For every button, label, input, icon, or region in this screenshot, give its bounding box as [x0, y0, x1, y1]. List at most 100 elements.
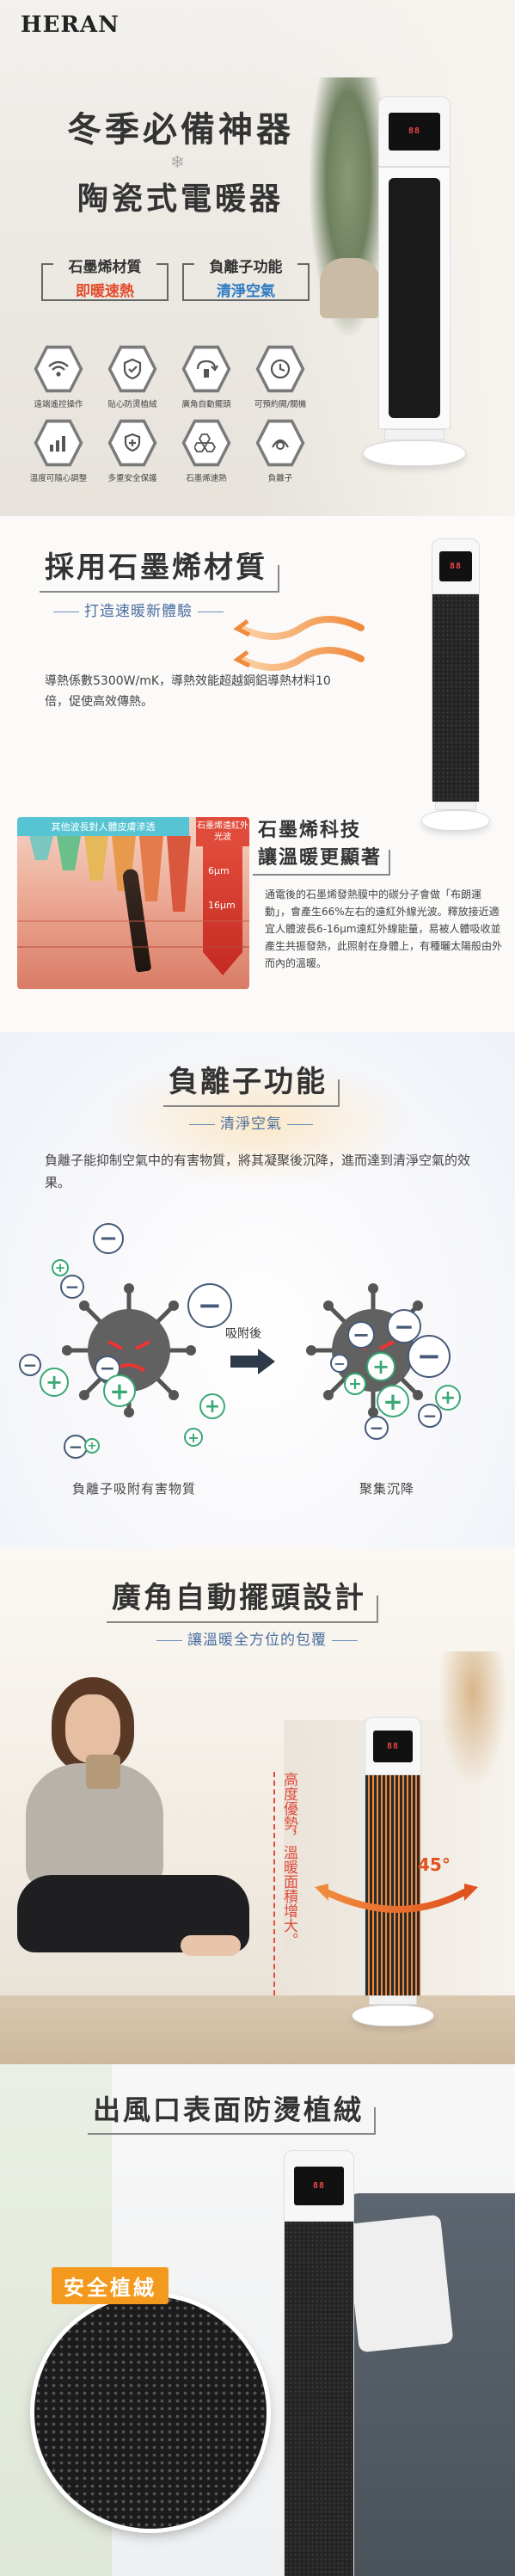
mug-icon	[86, 1755, 120, 1789]
ion-plus-icon: +	[199, 1393, 225, 1419]
heater-product: 88	[420, 538, 491, 831]
ion-plus-icon: +	[103, 1374, 136, 1407]
arrow-down-icon	[167, 836, 191, 912]
graphene-tech-title: 石墨烯科技 讓溫暖更顯著	[253, 817, 391, 876]
hexagon-graphene-icon	[185, 422, 228, 464]
heater-product: 88	[352, 1717, 434, 2026]
ion-minus-icon: −	[347, 1321, 375, 1349]
thermo-bars-icon	[37, 422, 80, 464]
heater-grille	[365, 1775, 421, 1995]
heater-base	[362, 440, 467, 466]
far-infrared-bar: 石墨烯遠紅外光波	[196, 817, 249, 846]
layer-label-top: 6μm	[208, 865, 230, 876]
flock-title: 出風口表面防燙植絨	[88, 2088, 377, 2135]
ion-minus-icon: −	[93, 1223, 124, 1254]
ion-minus-icon: −	[19, 1354, 41, 1376]
height-dash-line	[273, 1772, 275, 1995]
arrow-down-icon	[29, 836, 53, 860]
graphene-title: 採用石墨烯材質	[40, 544, 279, 593]
feature-label: 多重安全保護	[107, 474, 157, 483]
infrared-arrow-icon	[203, 846, 242, 975]
layer-label-bottom: 16μm	[208, 900, 236, 911]
feature-label: 溫度可隨心調整	[29, 474, 88, 483]
feature-remote: 遠端遙控操作	[33, 344, 84, 409]
feature-safety: 多重安全保護	[107, 418, 158, 483]
caption-adsorb: 負離子吸附有害物質	[72, 1481, 197, 1497]
feature-label: 可預約開/關機	[254, 400, 307, 409]
clock-icon	[259, 348, 302, 390]
tag-ion-title: 負離子功能	[209, 259, 283, 276]
heater-base	[420, 810, 491, 831]
feature-label: 石墨烯速熱	[186, 474, 227, 483]
heater-display: 88	[372, 1730, 414, 1762]
pillow-decor	[346, 2214, 454, 2353]
plant-basket	[320, 258, 380, 318]
snowflake-icon: ❄	[170, 151, 185, 172]
hero-section: HERAN 冬季必備神器 ❄ 陶瓷式電暖器 石墨烯材質 即暖速熱 負離子功能 清…	[0, 0, 515, 516]
tag-graphene-value: 即暖速熱	[76, 283, 134, 300]
ion-minus-icon: −	[187, 1283, 232, 1328]
tag-ion-value: 清淨空氣	[217, 283, 275, 300]
wifi-icon	[37, 348, 80, 390]
ion-icon	[259, 422, 302, 464]
woman-photo	[0, 1669, 258, 2013]
arrow-down-icon	[139, 836, 163, 901]
hero-title-line1: 冬季必備神器	[67, 110, 294, 150]
graphene-subtitle: 打造速暖新體驗	[48, 599, 229, 620]
swing-section: 廣角自動擺頭設計 讓溫暖全方位的包覆 高度優勢，溫暖面積增大。 88	[0, 1548, 515, 2064]
swing-arrow-icon	[315, 1884, 478, 1913]
tag-bracket	[41, 263, 169, 301]
graphene-tech-description: 通電後的石墨烯發熱膜中的碳分子會做「布朗運動」，會產生66%左右的遠紅外線光波。…	[265, 888, 503, 969]
ion-plus-icon: +	[84, 1438, 100, 1454]
heater-base	[352, 2004, 434, 2026]
feature-label: 遠端遙控操作	[34, 400, 83, 409]
swing-subtitle: 讓溫暖全方位的包覆	[151, 1627, 363, 1649]
ion-plus-icon: +	[366, 1352, 395, 1381]
dried-flower-decor	[438, 1651, 507, 1789]
ion-minus-icon: −	[418, 1404, 442, 1428]
ion-plus-icon: +	[435, 1385, 461, 1411]
tag-graphene: 石墨烯材質 即暖速熱	[41, 255, 169, 304]
ion-subtitle: 清淨空氣	[184, 1111, 318, 1133]
rotate-icon	[185, 348, 228, 390]
ion-description: 負離子能抑制空氣中的有害物質，將其凝聚後沉降，進而達到清淨空氣的效果。	[45, 1153, 471, 1190]
skin-penetration-bar: 其他波長對人體皮膚滲透	[17, 817, 189, 836]
hand-shield-icon	[111, 422, 154, 464]
feature-label: 貼心防燙植絨	[107, 400, 157, 409]
heater-grille	[432, 593, 480, 802]
safety-flock-badge: 安全植絨	[52, 2267, 169, 2304]
feature-ion: 負離子	[254, 418, 306, 483]
swing-title: 廣角自動擺頭設計	[107, 1574, 378, 1623]
ion-minus-icon: −	[387, 1309, 421, 1343]
feature-timer: 可預約開/關機	[254, 344, 306, 409]
ion-title: 負離子功能	[163, 1058, 340, 1107]
heater-grille	[389, 177, 440, 418]
ion-minus-icon: −	[330, 1354, 349, 1373]
ion-plus-icon: +	[40, 1368, 69, 1397]
height-advantage-text: 高度優勢，溫暖面積增大。	[280, 1772, 297, 1947]
hero-title-line2: 陶瓷式電暖器	[77, 181, 284, 217]
feature-graphene: 石墨烯速熱	[181, 418, 232, 483]
feature-label: 廣角自動擺頭	[181, 400, 231, 409]
arrow-label: 吸附後	[225, 1327, 261, 1341]
feature-swing: 廣角自動擺頭	[181, 344, 232, 409]
ion-section: 負離子功能 清淨空氣 負離子能抑制空氣中的有害物質，將其凝聚後沉降，進而達到清淨…	[0, 1032, 515, 1548]
graphene-section: 採用石墨烯材質 打造速暖新體驗 導熱係數5300W/mK，導熱效能超越銅鋁導熱材…	[0, 516, 515, 1032]
heater-grille	[284, 2222, 354, 2576]
room-floor	[0, 1995, 515, 2064]
heater-display: 88	[294, 2166, 344, 2206]
graphene-description: 導熱係數5300W/mK，導熱效能超越銅鋁導熱材料10倍，促使高效傳熱。	[45, 674, 331, 709]
heater-display: 88	[438, 550, 473, 581]
caption-settle: 聚集沉降	[359, 1481, 415, 1497]
arrow-down-icon	[84, 836, 108, 881]
swing-angle-label: 45°	[418, 1854, 451, 1875]
brand-logo: HERAN	[21, 12, 120, 38]
ion-plus-icon: +	[344, 1373, 366, 1395]
tag-graphene-title: 石墨烯材質	[68, 259, 142, 276]
arrow-down-icon	[57, 836, 81, 870]
shield-icon	[111, 348, 154, 390]
ion-plus-icon: +	[377, 1385, 409, 1417]
ion-minus-icon: −	[60, 1275, 84, 1299]
flocking-closeup	[34, 2296, 267, 2529]
tag-ion: 負離子功能 清淨空氣	[182, 255, 310, 304]
